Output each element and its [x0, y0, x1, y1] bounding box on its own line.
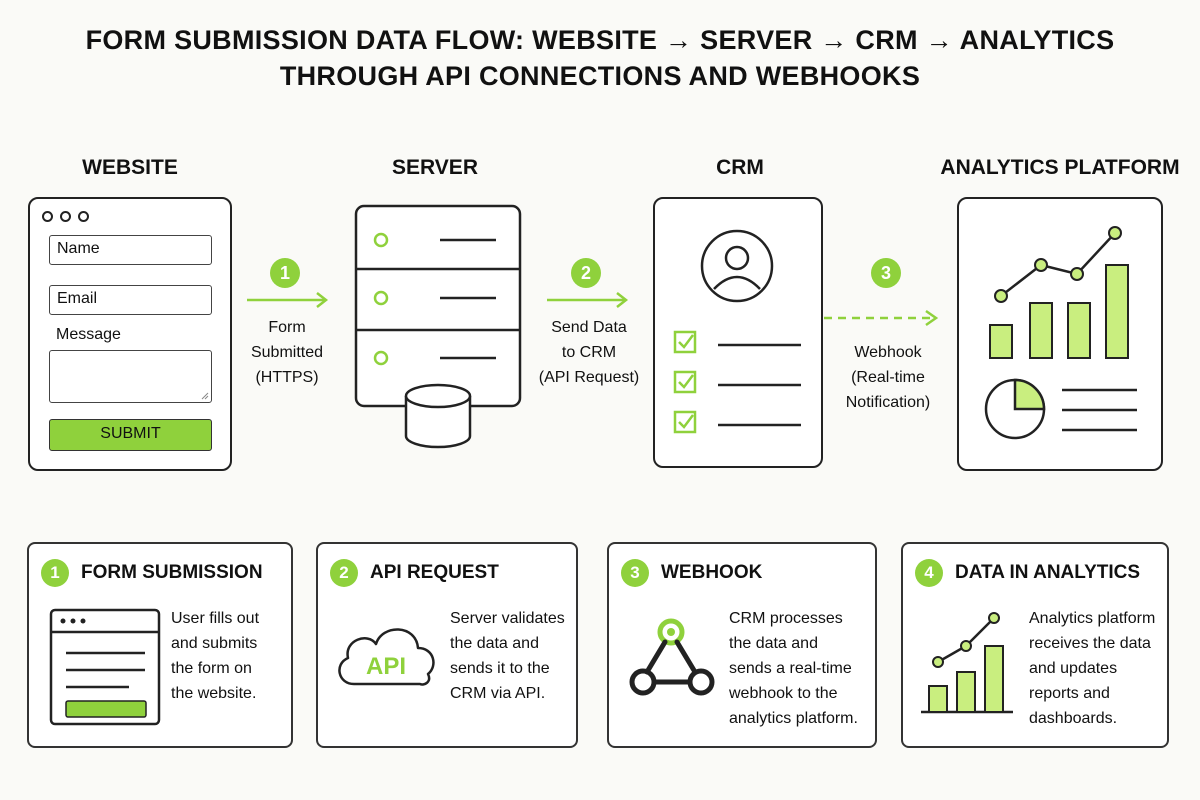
- card-webhook: 3 WEBHOOK CRM processes the data and sen…: [607, 542, 877, 748]
- card-2-description: Server validates the data and sends it t…: [450, 606, 565, 706]
- api-cloud-icon: API: [338, 628, 435, 686]
- card-2-line-1: Server validates: [450, 610, 565, 627]
- arrow-2-icon: [547, 292, 629, 308]
- step-1-line-1: Form: [268, 319, 306, 336]
- step-2-line-2: to CRM: [561, 344, 617, 361]
- card-4-description: Analytics platform receives the data and…: [1029, 606, 1155, 731]
- card-3-line-5: analytics platform.: [729, 710, 858, 727]
- step-3-line-1: Webhook: [854, 344, 922, 361]
- step-2-line-3: (API Request): [538, 369, 640, 386]
- browser-form-icon: [49, 608, 161, 726]
- email-field[interactable]: Email: [49, 285, 212, 315]
- message-textarea[interactable]: [49, 350, 212, 403]
- name-field[interactable]: Name: [49, 235, 212, 265]
- analytics-heading: ANALYTICS PLATFORM: [940, 156, 1180, 179]
- api-icon-text: API: [366, 653, 406, 680]
- card-1-line-3: the form on: [171, 660, 252, 677]
- server-rack-icon: [354, 204, 522, 449]
- card-4-line-5: dashboards.: [1029, 710, 1118, 727]
- card-4-number: 4: [915, 559, 943, 587]
- crm-contact-card: [653, 197, 823, 468]
- card-3-line-4: webhook to the: [729, 685, 838, 702]
- step-1-line-3: (HTTPS): [255, 369, 319, 386]
- crm-heading: CRM: [716, 156, 764, 179]
- page-title: FORM SUBMISSION DATA FLOW: WEBSITE → SER…: [0, 22, 1200, 94]
- step-2-badge: 2: [571, 258, 601, 288]
- card-form-submission: 1 FORM SUBMISSION User fills out and sub…: [27, 542, 293, 748]
- card-3-line-1: CRM processes: [729, 610, 843, 627]
- card-1-line-2: and submits: [171, 635, 258, 652]
- arrow-1-icon: [247, 292, 329, 308]
- card-2-line-4: CRM via API.: [450, 685, 546, 702]
- step-1-label: Form Submitted (HTTPS): [237, 315, 337, 390]
- step-2-line-1: Send Data: [551, 319, 627, 336]
- card-4-line-3: and updates: [1029, 660, 1118, 677]
- title-line-1: FORM SUBMISSION DATA FLOW: WEBSITE → SER…: [85, 25, 1115, 55]
- step-3-badge: 3: [871, 258, 901, 288]
- growth-chart-icon: [921, 612, 1013, 714]
- analytics-dashboard: [957, 197, 1163, 471]
- card-1-number: 1: [41, 559, 69, 587]
- webhook-icon: [629, 618, 715, 696]
- message-label: Message: [56, 326, 121, 343]
- step-1-badge: 1: [270, 258, 300, 288]
- card-api-request: 2 API REQUEST API Server validates the d…: [316, 542, 578, 748]
- resize-handle-icon: [201, 392, 209, 400]
- card-2-number: 2: [330, 559, 358, 587]
- step-3-line-3: Notification): [845, 394, 931, 411]
- user-avatar-icon: [700, 229, 774, 303]
- card-2-line-3: sends it to the: [450, 660, 550, 677]
- card-3-number: 3: [621, 559, 649, 587]
- dashboard-charts-icon: [984, 226, 1137, 440]
- card-1-line-4: the website.: [171, 685, 257, 702]
- card-1-line-1: User fills out: [171, 610, 260, 627]
- website-heading: WEBSITE: [82, 156, 178, 179]
- card-4-line-4: reports and: [1029, 685, 1110, 702]
- server-heading: SERVER: [392, 156, 478, 179]
- card-1-description: User fills out and submits the form on t…: [171, 606, 259, 706]
- website-form-window: Name Email Message SUBMIT: [28, 197, 232, 471]
- card-4-line-1: Analytics platform: [1029, 610, 1156, 627]
- step-1-line-2: Submitted: [250, 344, 324, 361]
- card-4-line-2: receives the data: [1029, 635, 1151, 652]
- card-data-in-analytics: 4 DATA IN ANALYTICS Analytics platform r…: [901, 542, 1169, 748]
- step-3-label: Webhook (Real-time Notification): [833, 340, 943, 415]
- card-3-description: CRM processes the data and sends a real-…: [729, 606, 858, 731]
- submit-button[interactable]: SUBMIT: [49, 419, 212, 451]
- card-2-line-2: the data and: [450, 635, 539, 652]
- step-3-line-2: (Real-time: [851, 369, 925, 386]
- step-2-label: Send Data to CRM (API Request): [531, 315, 647, 390]
- webhook-arrow-icon: [824, 309, 939, 327]
- card-2-title: API REQUEST: [370, 562, 499, 583]
- card-3-line-2: the data and: [729, 635, 818, 652]
- checklist-icon: [673, 330, 801, 434]
- title-line-2: THROUGH API CONNECTIONS AND WEBHOOKS: [279, 61, 921, 91]
- card-3-title: WEBHOOK: [661, 562, 763, 583]
- window-controls: [42, 209, 96, 227]
- card-1-title: FORM SUBMISSION: [81, 562, 263, 583]
- card-4-title: DATA IN ANALYTICS: [955, 562, 1141, 583]
- card-3-line-3: sends a real-time: [729, 660, 852, 677]
